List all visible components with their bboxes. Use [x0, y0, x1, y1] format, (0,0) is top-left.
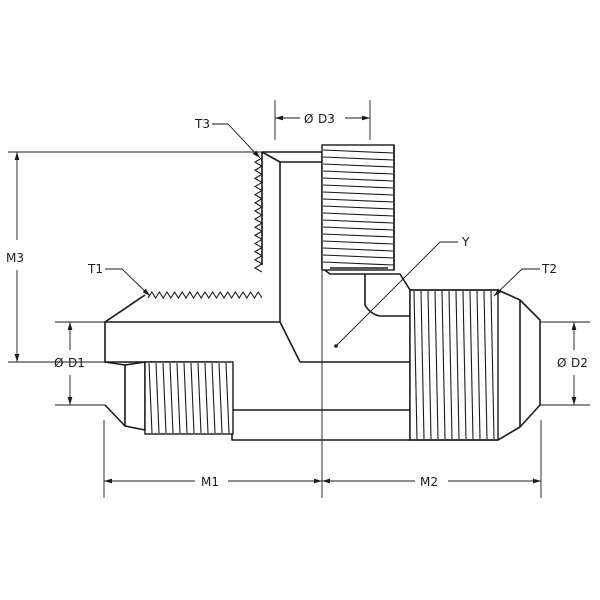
thread-line	[183, 362, 188, 434]
thread-line	[322, 226, 394, 231]
diameter-icon: Ø	[557, 356, 566, 370]
thread-line	[490, 290, 495, 440]
dimension-d2: Ø D2	[540, 321, 590, 406]
thread-line	[218, 362, 223, 434]
dimension-d3: Ø D3	[274, 100, 371, 140]
d3-label: D3	[318, 112, 335, 126]
diameter-icon: Ø	[54, 356, 63, 370]
top-thread	[321, 144, 395, 271]
thread-line	[197, 362, 202, 434]
thread-line	[476, 290, 481, 440]
thread-line	[148, 362, 153, 434]
thread-line	[204, 362, 209, 434]
thread-line	[455, 290, 460, 440]
thread-line	[322, 170, 394, 175]
dimension-m1-m2: M1 M2	[103, 362, 542, 498]
female-thread-t3	[147, 157, 264, 300]
m1-label: M1	[201, 475, 219, 489]
leader-t1: T1	[87, 262, 151, 297]
thread-line	[322, 191, 394, 196]
left-thread	[104, 361, 234, 435]
thread-line	[420, 290, 425, 440]
thread-line	[483, 290, 488, 440]
thread-line	[322, 233, 394, 238]
thread-line	[169, 362, 174, 434]
t3-label: T3	[194, 117, 210, 131]
thread-line	[322, 198, 394, 203]
thread-line	[176, 362, 181, 434]
thread-line	[322, 163, 394, 168]
thread-line	[322, 149, 394, 154]
diameter-icon: Ø	[304, 112, 313, 126]
thread-line	[322, 212, 394, 217]
thread-line	[225, 362, 230, 434]
thread-line	[190, 362, 195, 434]
right-thread	[409, 289, 541, 441]
y-label: Y	[461, 235, 470, 249]
d1-label: D1	[68, 356, 85, 370]
t2-label: T2	[541, 262, 557, 276]
thread-line	[322, 205, 394, 210]
thread-line	[462, 290, 467, 440]
leader-t3: T3	[194, 117, 261, 159]
thread-line	[322, 240, 394, 245]
thread-line	[155, 362, 160, 434]
dimension-m3: M3	[6, 151, 262, 363]
thread-line	[322, 219, 394, 224]
thread-line	[322, 261, 394, 266]
thread-line	[413, 290, 418, 440]
dimension-d1: Ø D1	[54, 321, 105, 406]
thread-line	[322, 177, 394, 182]
thread-line	[469, 290, 474, 440]
thread-line	[322, 156, 394, 161]
thread-line	[427, 290, 432, 440]
thread-line	[448, 290, 453, 440]
thread-line	[322, 247, 394, 252]
thread-line	[162, 362, 167, 434]
thread-line	[441, 290, 446, 440]
thread-line	[322, 254, 394, 259]
thread-line	[434, 290, 439, 440]
thread-line	[322, 184, 394, 189]
thread-line	[211, 362, 216, 434]
m3-label: M3	[6, 251, 24, 265]
m2-label: M2	[420, 475, 438, 489]
leader-t2: T2	[493, 262, 557, 297]
d2-label: D2	[571, 356, 588, 370]
t1-label: T1	[87, 262, 103, 276]
leader-y: Y	[334, 235, 470, 348]
